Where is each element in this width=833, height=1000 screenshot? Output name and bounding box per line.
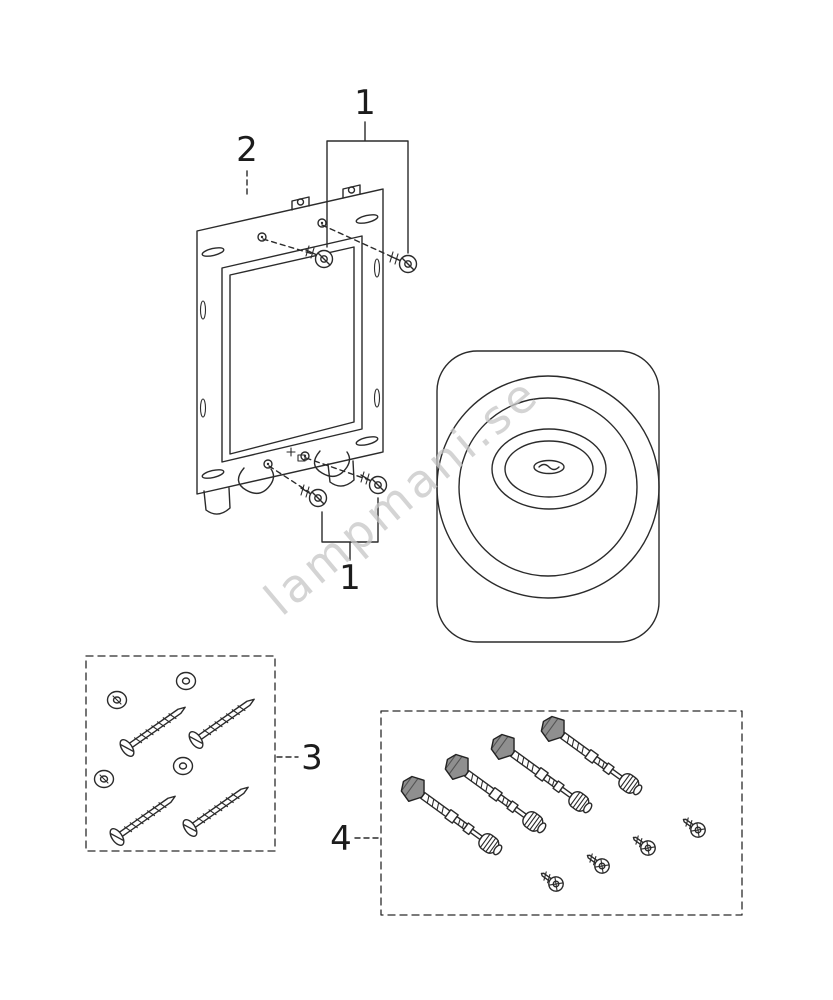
frame-foot: [327, 460, 355, 487]
small-screw: [582, 848, 613, 877]
screw: [389, 251, 418, 274]
long-screw: [106, 787, 182, 849]
small-screw: [536, 866, 567, 895]
kit-box-3: [85, 655, 276, 852]
wall-fitting: [395, 770, 509, 863]
small-screw: [628, 830, 659, 859]
bottom-screws: 1: [268, 457, 388, 598]
callout-1-bottom: 1: [339, 558, 361, 598]
callout-3: 3: [301, 738, 323, 778]
callout-1-top: 1: [354, 83, 376, 123]
screw: [360, 471, 388, 495]
frame-clip: [237, 467, 275, 495]
long-screw: [179, 778, 255, 840]
wall-fitting-kit: 4: [330, 710, 743, 916]
screw: [300, 484, 328, 508]
watermark: lampmani.se: [254, 366, 550, 626]
wall-fitting: [485, 728, 599, 821]
frame-foot: [203, 487, 231, 515]
callout-bracket: [321, 497, 379, 561]
screw-washer-kit: 3: [85, 655, 323, 852]
callout-4: 4: [330, 819, 352, 859]
long-screw: [116, 698, 192, 760]
flush-button: [491, 428, 607, 510]
washer: [172, 756, 194, 776]
callout-bracket: [326, 121, 409, 254]
frame-opening: [221, 235, 363, 463]
frame-outline: [196, 188, 384, 495]
long-screw: [185, 690, 261, 752]
frame-clip: [313, 450, 351, 478]
washer: [106, 690, 128, 710]
washer: [175, 671, 197, 691]
small-screw: [678, 812, 709, 841]
kit-box-4: [380, 710, 743, 916]
callout-2: 2: [236, 130, 258, 170]
mounting-frame: [196, 184, 384, 515]
washer: [93, 769, 115, 789]
wall-fitting: [439, 748, 553, 841]
flush-plate: [436, 350, 660, 643]
frame-callout: 2: [236, 130, 258, 197]
top-screws: 1: [262, 83, 418, 274]
grohe-logo: [533, 459, 565, 475]
screw: [305, 245, 334, 269]
